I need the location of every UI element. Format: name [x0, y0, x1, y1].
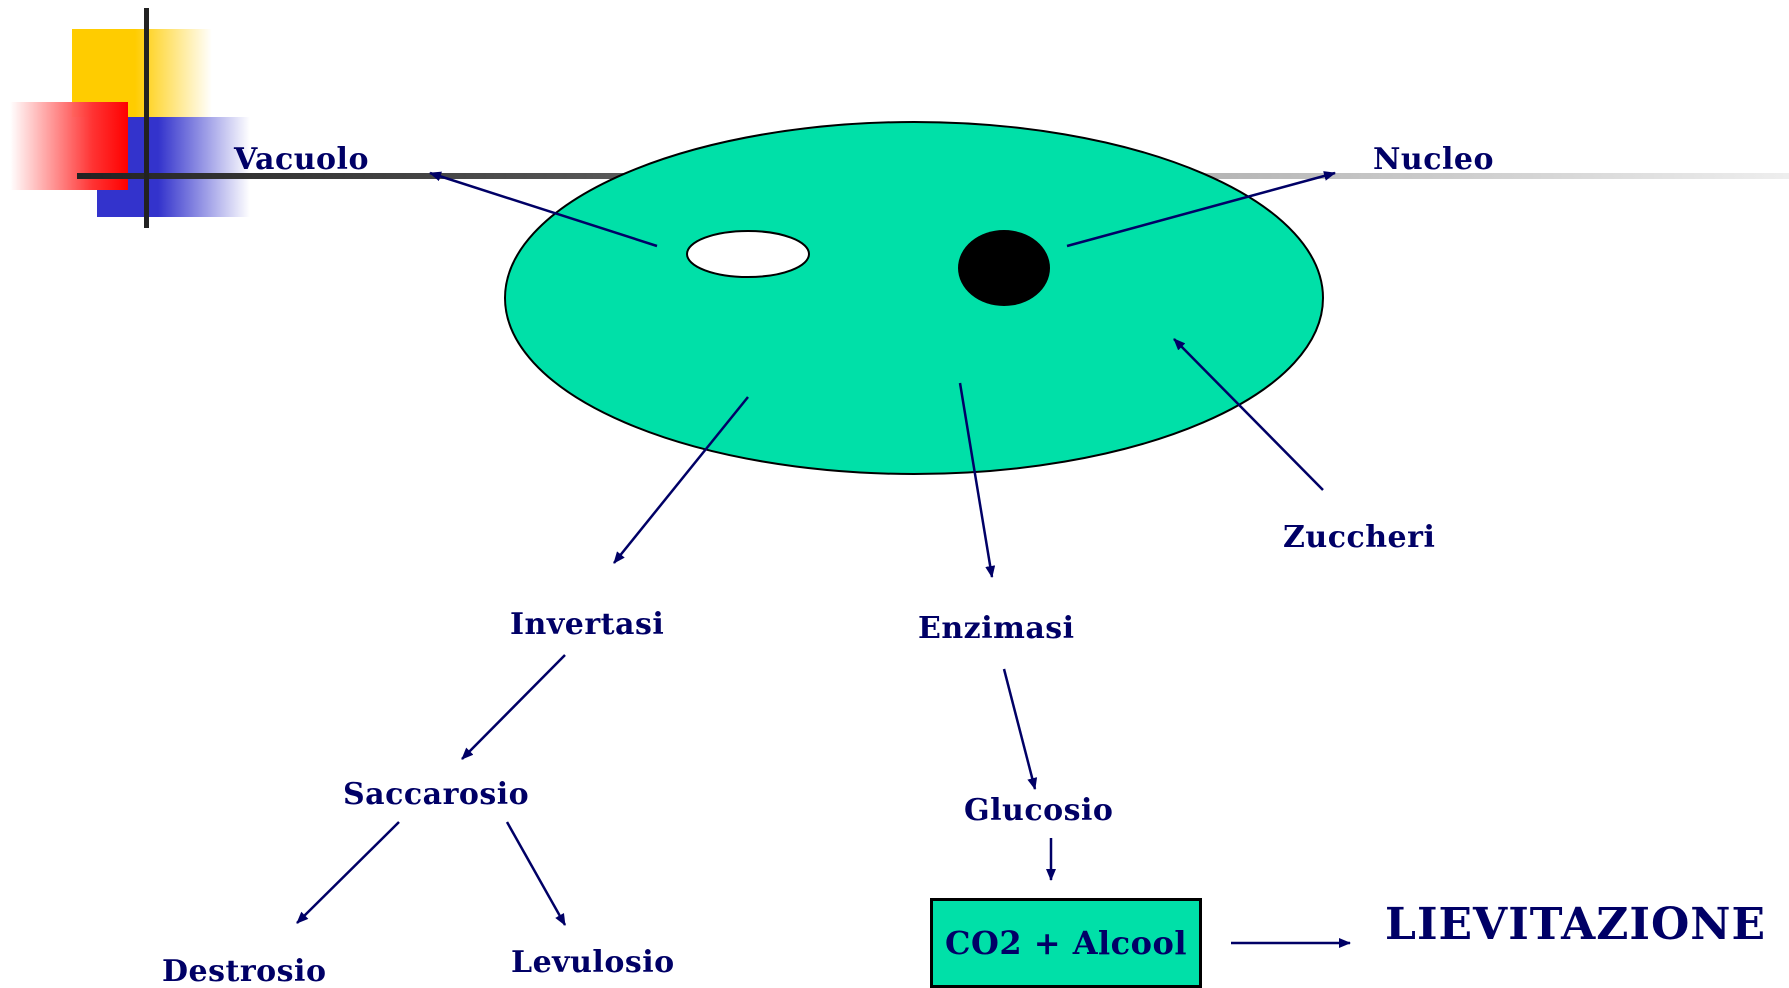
arrow-to-glucosio: [1004, 669, 1035, 789]
label-levulosio: Levulosio: [511, 948, 675, 978]
vacuole: [687, 231, 809, 277]
result-box: CO2 + Alcool: [930, 898, 1202, 988]
result-label: CO2 + Alcool: [945, 927, 1187, 959]
label-nucleo: Nucleo: [1373, 145, 1494, 175]
yeast-cell: [505, 122, 1323, 474]
label-destrosio: Destrosio: [162, 957, 326, 987]
label-glucosio: Glucosio: [964, 796, 1113, 826]
arrow-to-destrosio: [297, 822, 399, 923]
label-vacuolo: Vacuolo: [234, 145, 369, 175]
label-zuccheri: Zuccheri: [1283, 523, 1435, 553]
outcome-label: LIEVITAZIONE: [1385, 903, 1766, 947]
label-saccarosio: Saccarosio: [343, 780, 529, 810]
label-invertasi: Invertasi: [510, 610, 664, 640]
label-enzimasi: Enzimasi: [918, 614, 1075, 644]
arrow-to-levulosio: [507, 822, 565, 925]
nucleus: [958, 230, 1050, 306]
arrow-to-saccarosio: [462, 655, 565, 759]
